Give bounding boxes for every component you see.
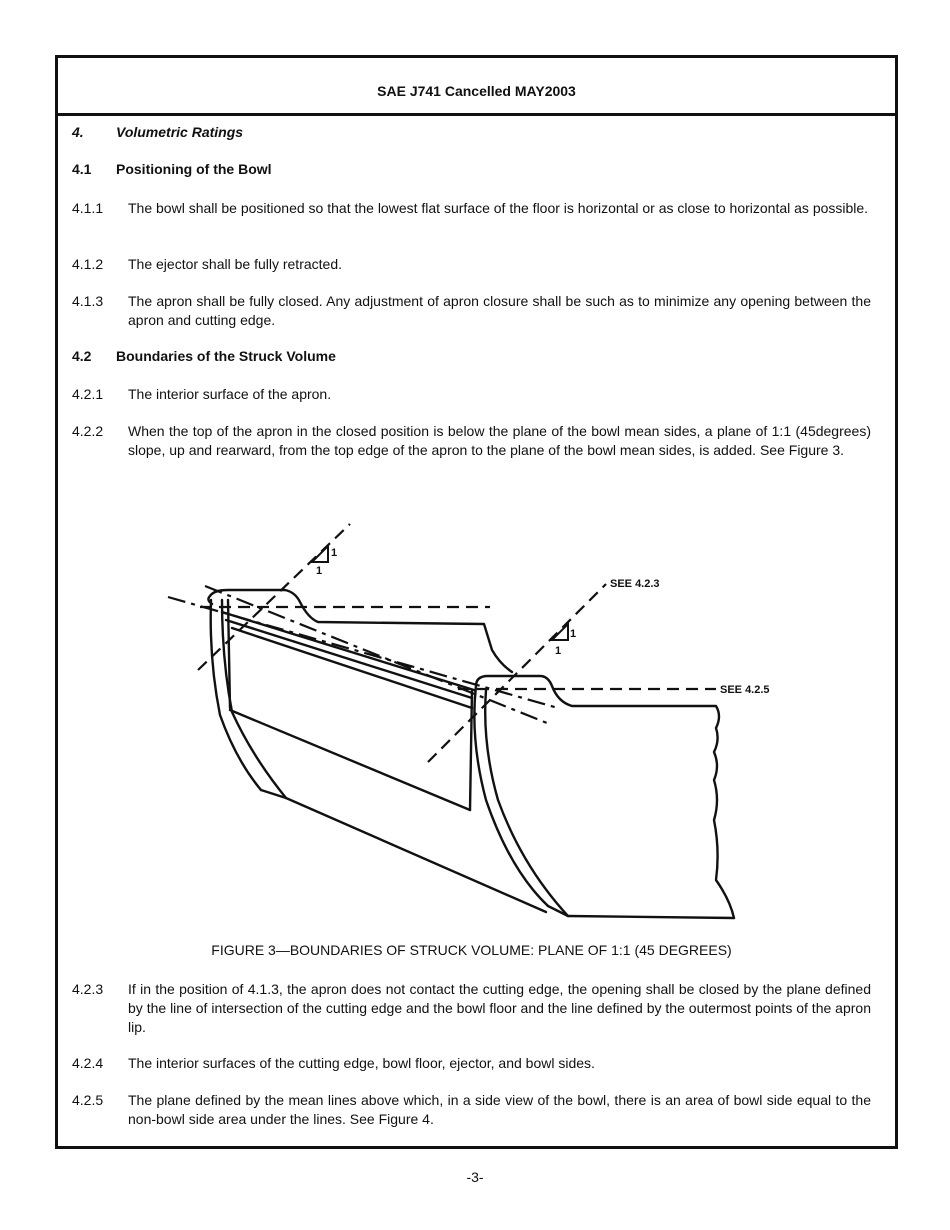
paragraph-4-1-1: 4.1.1 The bowl shall be positioned so th… xyxy=(72,199,871,218)
see-4-2-5-label: SEE 4.2.5 xyxy=(720,684,770,696)
see-4-2-3-label: SEE 4.2.3 xyxy=(610,578,660,590)
section-number: 4.1 xyxy=(72,161,92,177)
slope-rise-label-upper: 1 xyxy=(331,547,337,559)
paragraph-text: The ejector shall be fully retracted. xyxy=(128,256,342,272)
paragraph-number: 4.1.1 xyxy=(72,200,104,216)
paragraph-number: 4.1.2 xyxy=(72,256,104,272)
section-4-heading: 4. Volumetric Ratings xyxy=(72,124,243,140)
apron-top-line-1 xyxy=(224,618,474,700)
paragraph-4-1-2: 4.1.2 The ejector shall be fully retract… xyxy=(72,255,871,274)
slope-triangle-lower xyxy=(549,621,569,641)
paragraph-text: The bowl shall be positioned so that the… xyxy=(128,200,869,216)
figure-3-drawing: 1 1 1 1 SEE 4.2.3 SEE 4.2.5 xyxy=(167,523,770,920)
page-frame: SAE J741 Cancelled MAY2003 4. Volumetric … xyxy=(55,55,898,1149)
slope-rise-label-lower: 1 xyxy=(570,628,576,640)
paragraph-4-2-5: 4.2.5 The plane defined by the mean line… xyxy=(72,1091,871,1129)
mean-line-dash-dot-1 xyxy=(167,595,559,710)
page-header: SAE J741 Cancelled MAY2003 xyxy=(58,58,895,116)
slope-run-label-lower: 1 xyxy=(555,645,561,657)
paragraph-4-1-3: 4.1.3 The apron shall be fully closed. A… xyxy=(72,292,871,330)
apron-top-line-2 xyxy=(230,626,474,710)
paragraph-4-2-3: 4.2.3 If in the position of 4.1.3, the a… xyxy=(72,980,871,1037)
paragraph-text: The apron shall be fully closed. Any adj… xyxy=(128,293,871,328)
paragraph-text: The interior surface of the apron. xyxy=(128,386,332,402)
slope-run-label-upper: 1 xyxy=(316,565,322,577)
paragraph-number: 4.2.4 xyxy=(72,1055,104,1071)
section-title: Boundaries of the Struck Volume xyxy=(116,348,336,364)
section-title: Positioning of the Bowl xyxy=(116,161,272,177)
paragraph-text: The interior surfaces of the cutting edg… xyxy=(128,1055,595,1071)
paragraph-text: The plane defined by the mean lines abov… xyxy=(128,1092,871,1127)
section-title: Volumetric Ratings xyxy=(116,124,244,140)
section-4-1-heading: 4.1 Positioning of the Bowl xyxy=(72,161,272,177)
mean-line-dash-dot-2 xyxy=(204,584,553,727)
paragraph-text: When the top of the apron in the closed … xyxy=(128,423,871,458)
cutting-edge xyxy=(546,904,570,918)
paragraph-number: 4.2.2 xyxy=(72,423,104,439)
bowl-front-inner xyxy=(484,688,570,918)
paragraph-number: 4.1.3 xyxy=(72,293,104,309)
section-number: 4.2 xyxy=(72,348,92,364)
apron-bottom-line xyxy=(228,708,472,812)
paragraph-number: 4.2.3 xyxy=(72,981,104,997)
apron-outer-profile xyxy=(207,588,514,674)
paragraph-number: 4.2.1 xyxy=(72,386,104,402)
apron-inner-edge-b xyxy=(226,598,232,710)
paragraph-4-2-1: 4.2.1 The interior surface of the apron. xyxy=(72,385,871,404)
slope-triangle-upper xyxy=(309,543,329,563)
paragraph-text: If in the position of 4.1.3, the apron d… xyxy=(128,981,871,1035)
page-number: -3- xyxy=(466,1169,484,1185)
figure-caption: FIGURE 3—BOUNDARIES OF STRUCK VOLUME: PL… xyxy=(211,942,732,958)
apron-rear-edge xyxy=(468,688,474,812)
slope-line-right-dashed xyxy=(427,583,607,763)
paragraph-4-2-2: 4.2.2 When the top of the apron in the c… xyxy=(72,422,871,460)
bowl-bottom xyxy=(566,914,736,920)
apron-front-edge xyxy=(209,598,263,792)
apron-lip-bottom xyxy=(259,788,288,800)
bowl-top-profile xyxy=(474,674,736,920)
paragraph-number: 4.2.5 xyxy=(72,1092,104,1108)
section-4-2-heading: 4.2 Boundaries of the Struck Volume xyxy=(72,348,336,364)
bowl-front-outer xyxy=(473,684,550,908)
floor-line xyxy=(284,796,548,914)
section-number: 4. xyxy=(72,124,84,140)
paragraph-4-2-4: 4.2.4 The interior surfaces of the cutti… xyxy=(72,1054,871,1073)
